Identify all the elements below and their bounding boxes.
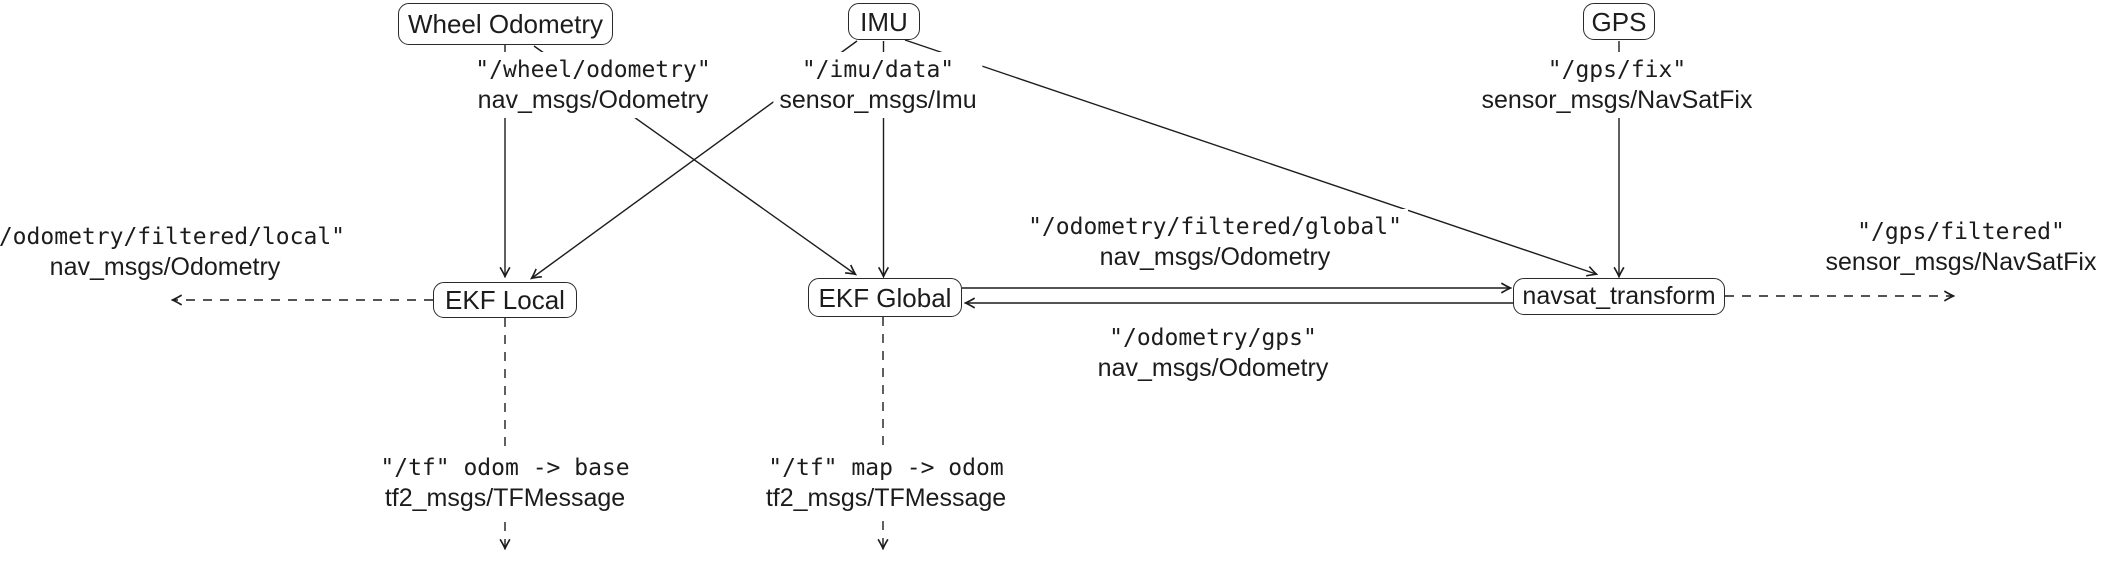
message-type: nav_msgs/Odometry [49,253,281,281]
label-odometry-filtered-global: "/odometry/filtered/global" nav_msgs/Odo… [1022,209,1408,275]
topic-name: "/imu/data" [801,57,955,83]
node-ekf-local: EKF Local [433,282,577,318]
label-gps-topic: "/gps/fix" sensor_msgs/NavSatFix [1475,52,1759,118]
label-gps-filtered: "/gps/filtered" sensor_msgs/NavSatFix [1819,214,2103,280]
topic-name: "/odometry/filtered/global" [1028,214,1402,240]
label-tf-odom-base: "/tf" odom -> base tf2_msgs/TFMessage [374,450,636,516]
label-wheel-odometry-topic: "/wheel/odometry" nav_msgs/Odometry [469,52,717,118]
node-navsat-transform: navsat_transform [1513,278,1725,315]
label-imu-topic: "/imu/data" sensor_msgs/Imu [773,52,983,118]
message-type: tf2_msgs/TFMessage [384,484,626,512]
label-odometry-filtered-local: "/odometry/filtered/local" nav_msgs/Odom… [0,219,352,285]
message-type: nav_msgs/Odometry [1097,354,1329,382]
message-type: nav_msgs/Odometry [477,86,709,114]
node-wheel-odometry: Wheel Odometry [398,3,613,45]
topic-name: "/wheel/odometry" [475,57,711,83]
topic-name: "/gps/filtered" [1857,219,2065,245]
topic-name: "/odometry/gps" [1109,325,1317,351]
topic-name: "/tf" odom -> base [380,455,630,481]
message-type: nav_msgs/Odometry [1099,243,1331,271]
topic-name: "/gps/fix" [1547,57,1687,83]
topic-name: "/odometry/filtered/local" [0,224,346,250]
message-type: sensor_msgs/NavSatFix [1825,248,2097,276]
node-ekf-global: EKF Global [808,278,962,317]
label-tf-map-odom: "/tf" map -> odom tf2_msgs/TFMessage [759,450,1013,516]
message-type: tf2_msgs/TFMessage [765,484,1007,512]
topic-name: "/tf" map -> odom [768,455,1004,481]
node-imu: IMU [848,3,920,40]
label-odometry-gps: "/odometry/gps" nav_msgs/Odometry [1091,320,1335,386]
message-type: sensor_msgs/Imu [779,86,977,114]
edge-imu-to-navsat [904,39,1596,274]
node-gps: GPS [1583,3,1655,40]
message-type: sensor_msgs/NavSatFix [1481,86,1753,114]
